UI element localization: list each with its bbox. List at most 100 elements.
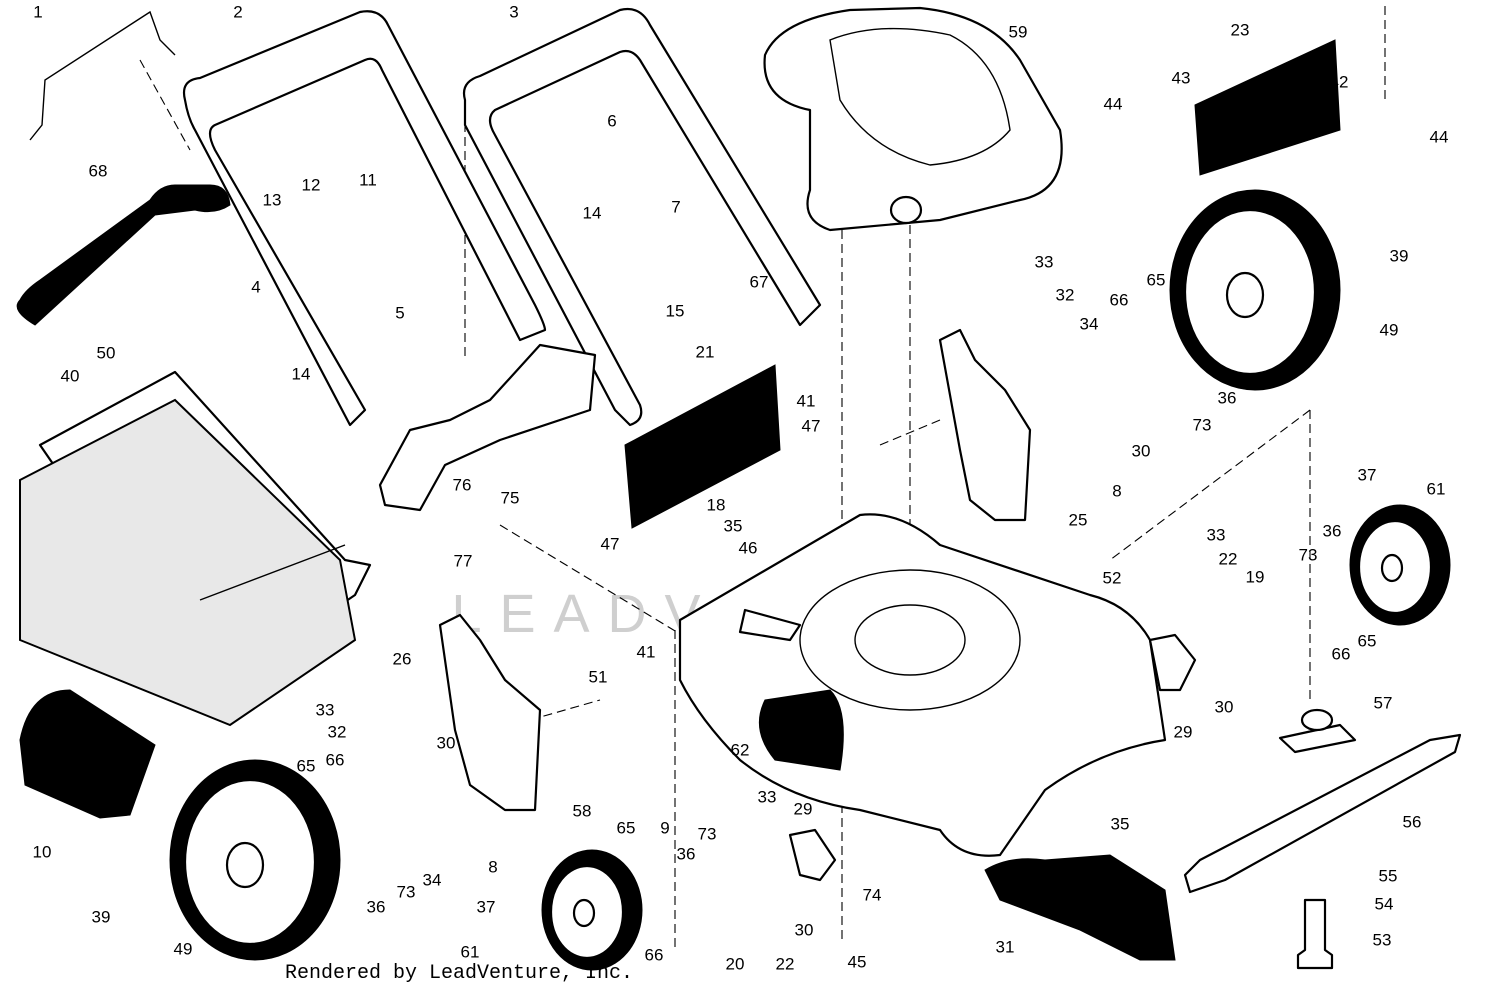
part-callout-55: 55 xyxy=(1379,866,1398,885)
part-callout-76: 76 xyxy=(453,475,472,494)
part-callout-33-2: 33 xyxy=(1207,525,1226,544)
part-callout-36-2: 36 xyxy=(1323,521,1342,540)
lower-handle xyxy=(462,7,822,427)
part-callout-44-2: 44 xyxy=(1430,127,1449,146)
part-callout-31: 31 xyxy=(996,937,1015,956)
part-callout-66: 66 xyxy=(1110,290,1129,309)
part-callout-18: 18 xyxy=(707,495,726,514)
part-callout-4: 4 xyxy=(251,277,260,296)
part-callout-37-2: 37 xyxy=(477,897,496,916)
bail-cable xyxy=(29,10,176,141)
part-callout-45: 45 xyxy=(848,952,867,971)
part-callout-12: 12 xyxy=(302,175,321,194)
part-callout-2: 2 xyxy=(233,2,242,21)
part-callout-59: 59 xyxy=(1009,22,1028,41)
part-callout-30: 30 xyxy=(1132,441,1151,460)
part-callout-22-2: 22 xyxy=(776,954,795,973)
part-callout-37: 37 xyxy=(1358,465,1377,484)
part-callout-39: 39 xyxy=(1390,246,1409,265)
part-callout-15: 15 xyxy=(666,301,685,320)
part-callout-74: 74 xyxy=(863,885,882,904)
part-callout-73-4: 73 xyxy=(698,824,717,843)
part-callout-73: 73 xyxy=(1193,415,1212,434)
part-callout-39-2: 39 xyxy=(92,907,111,926)
part-callout-33-3: 33 xyxy=(316,700,335,719)
part-callout-36-3: 36 xyxy=(677,844,696,863)
part-callout-49-2: 49 xyxy=(174,939,193,958)
part-callout-25: 25 xyxy=(1069,510,1088,529)
part-callout-65: 65 xyxy=(1147,270,1166,289)
part-callout-66-4: 66 xyxy=(645,945,664,964)
mower-deck xyxy=(678,513,1167,857)
part-callout-33-4: 33 xyxy=(758,787,777,806)
mulch-plug xyxy=(378,343,597,512)
handle-grip xyxy=(16,184,231,326)
part-callout-44: 44 xyxy=(1104,94,1123,113)
part-callout-29: 29 xyxy=(1174,722,1193,741)
part-callout-73-3: 73 xyxy=(397,882,416,901)
part-callout-34-2: 34 xyxy=(423,870,442,889)
part-callout-40: 40 xyxy=(61,366,80,385)
rear-deflector xyxy=(1194,39,1341,176)
part-callout-5: 5 xyxy=(395,303,404,322)
part-callout-23: 23 xyxy=(1231,20,1250,39)
credit-line: Rendered by LeadVenture, Inc. xyxy=(285,962,634,985)
part-callout-30-3: 30 xyxy=(437,733,456,752)
blade xyxy=(1183,733,1462,894)
part-callout-46: 46 xyxy=(739,538,758,557)
part-callout-52: 52 xyxy=(1103,568,1122,587)
height-adjuster-plate-left xyxy=(438,613,542,812)
adapter-hub xyxy=(1300,708,1334,732)
height-cam-left xyxy=(788,828,837,882)
side-discharge-chute xyxy=(984,854,1176,961)
part-callout-61: 61 xyxy=(1427,479,1446,498)
part-callout-65-3: 65 xyxy=(297,756,316,775)
part-callout-73-2: 73 xyxy=(1299,545,1318,564)
front-wheel-right xyxy=(1349,504,1451,626)
part-callout-8: 8 xyxy=(1112,481,1121,500)
part-callout-19: 19 xyxy=(1246,567,1265,586)
part-callout-56: 56 xyxy=(1403,812,1422,831)
front-wheel-left xyxy=(541,849,643,971)
engine xyxy=(763,6,1063,232)
part-callout-66-3: 66 xyxy=(326,750,345,769)
part-callout-20: 20 xyxy=(726,954,745,973)
part-callout-61-2: 61 xyxy=(461,942,480,961)
part-callout-14: 14 xyxy=(583,203,602,222)
part-callout-62: 62 xyxy=(731,740,750,759)
rear-flap xyxy=(19,689,156,819)
bag-frame-bar xyxy=(199,544,346,601)
part-callout-3: 3 xyxy=(509,2,518,21)
part-callout-58: 58 xyxy=(573,801,592,820)
grass-bag xyxy=(19,398,357,727)
part-callout-34: 34 xyxy=(1080,314,1099,333)
part-callout-6: 6 xyxy=(607,111,616,130)
part-callout-35: 35 xyxy=(724,516,743,535)
upper-handle xyxy=(182,10,547,427)
rear-wheel-left xyxy=(169,759,341,961)
part-callout-77: 77 xyxy=(454,551,473,570)
part-callout-54: 54 xyxy=(1375,894,1394,913)
part-callout-41-2: 41 xyxy=(637,642,656,661)
part-callout-22: 22 xyxy=(1219,549,1238,568)
part-callout-43: 43 xyxy=(1172,68,1191,87)
deck-chute-opening xyxy=(758,689,844,771)
part-callout-67: 67 xyxy=(750,272,769,291)
part-callout-32: 32 xyxy=(1056,285,1075,304)
part-callout-65-2: 65 xyxy=(1358,631,1377,650)
deck-flap xyxy=(738,608,802,642)
part-callout-68: 68 xyxy=(89,161,108,180)
part-callout-57: 57 xyxy=(1374,693,1393,712)
part-callout-50: 50 xyxy=(97,343,116,362)
part-callout-51: 51 xyxy=(589,667,608,686)
part-callout-29-2: 29 xyxy=(794,799,813,818)
part-callout-30-2: 30 xyxy=(1215,697,1234,716)
part-callout-47: 47 xyxy=(802,416,821,435)
part-callout-35-2: 35 xyxy=(1111,814,1130,833)
part-callout-13: 13 xyxy=(263,190,282,209)
rear-wheel-right xyxy=(1169,189,1341,391)
part-callout-36-4: 36 xyxy=(367,897,386,916)
